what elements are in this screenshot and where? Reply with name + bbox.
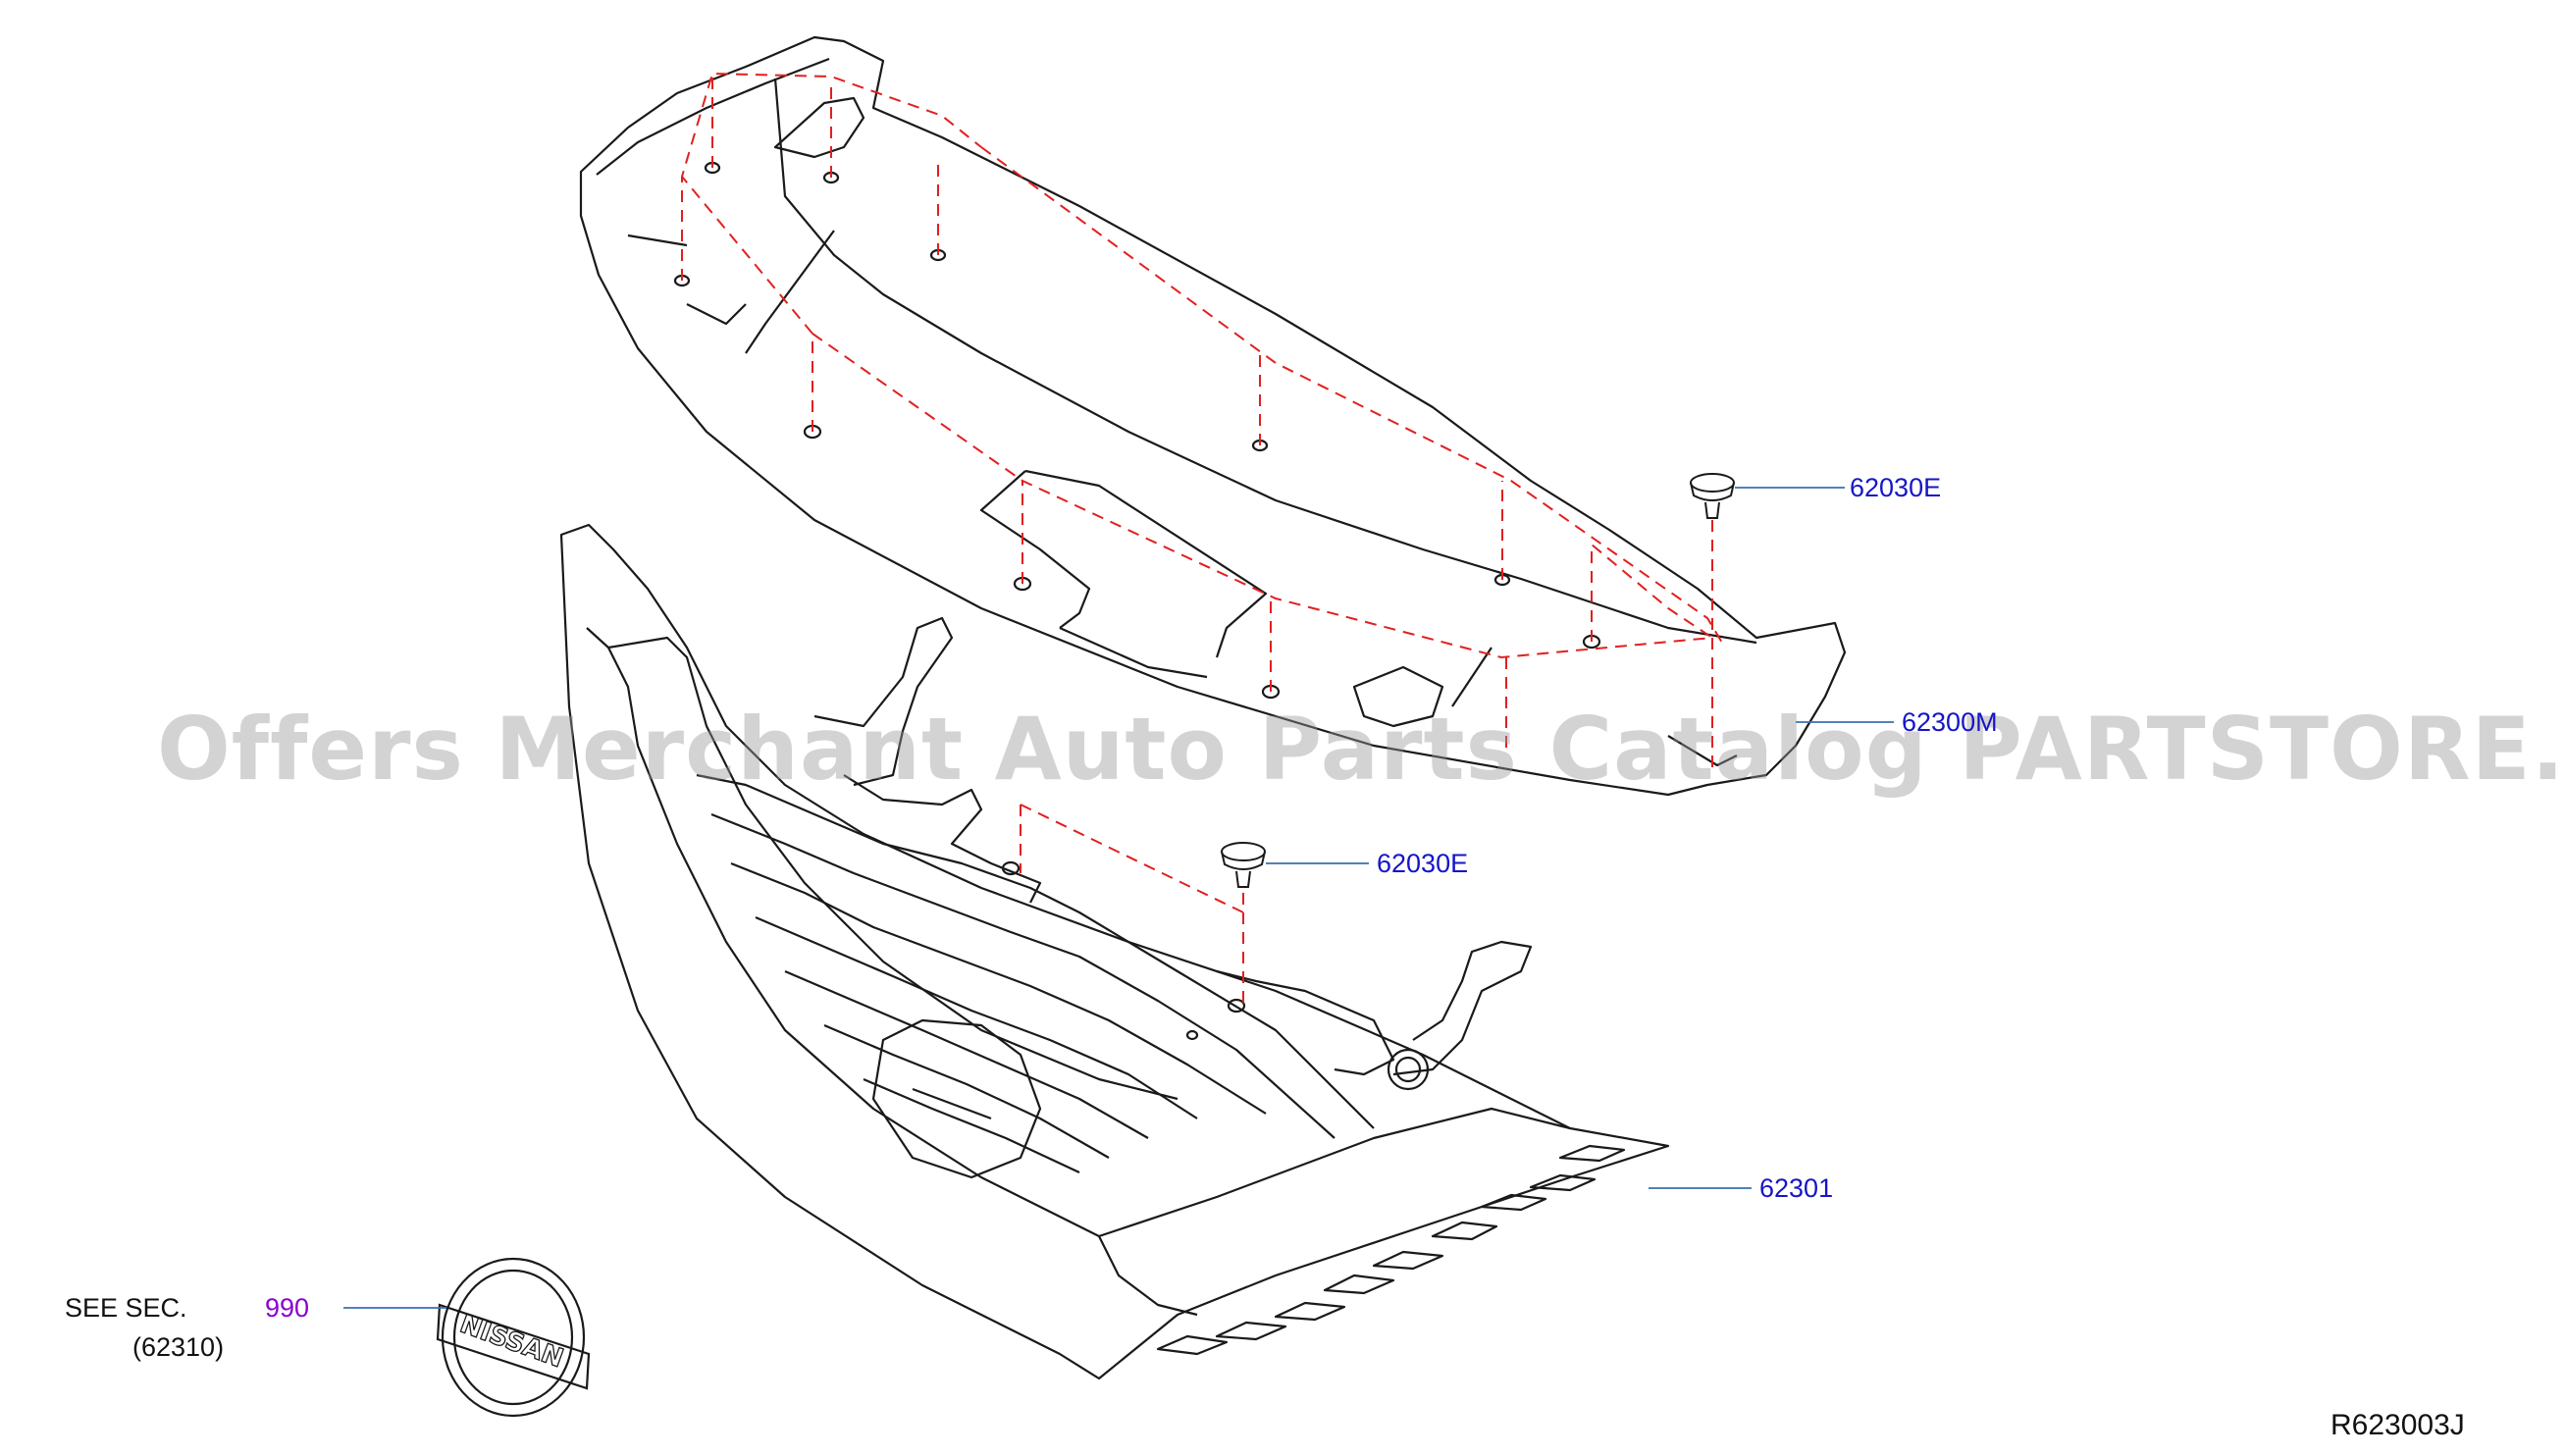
callout-62030e-lower[interactable]: 62030E (1377, 849, 1469, 878)
fastener-lines (681, 72, 1726, 1011)
upper-cover-panel (579, 35, 1847, 797)
leader-lines (343, 487, 1894, 1309)
see-section-prefix: SEE SEC. (65, 1293, 187, 1323)
clip-upper-62030E[interactable] (1690, 473, 1735, 519)
see-section-link[interactable]: (62310) (132, 1332, 225, 1362)
callout-62301[interactable]: 62301 (1759, 1173, 1834, 1203)
nissan-emblem: NISSAN (436, 1257, 591, 1418)
callout-990[interactable]: 990 (265, 1293, 310, 1323)
callout-62030e-upper[interactable]: 62030E (1850, 473, 1942, 502)
diagram-code: R623003J (2330, 1409, 2465, 1441)
front-grille (559, 523, 1670, 1380)
callout-62300m[interactable]: 62300M (1902, 707, 1998, 737)
clip-lower-62030E[interactable] (1221, 842, 1266, 888)
